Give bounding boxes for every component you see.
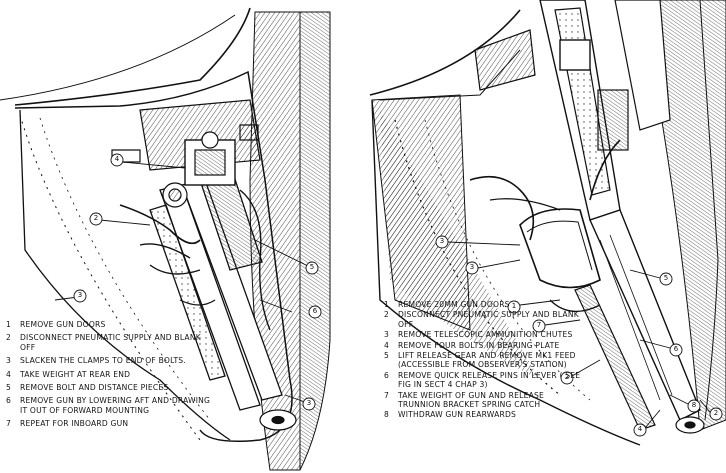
callout-label: 4: [637, 425, 643, 433]
instruction-step: 3 SLACKEN THE CLAMPS TO END OF BOLTS.: [6, 356, 216, 365]
step-number: 2: [384, 310, 390, 320]
step-number: 7: [384, 390, 390, 400]
step-text: SLACKEN THE CLAMPS TO END OF BOLTS.: [20, 356, 186, 366]
callout-label: 5: [309, 263, 315, 271]
right-gun-bay-drawing: [369, 0, 726, 446]
callout-label: 1: [511, 302, 517, 310]
step-text: TAKE WEIGHT AT REAR END: [20, 369, 131, 379]
callout-label: 6: [312, 307, 318, 315]
step-text: REMOVE GUN DOORS: [20, 320, 106, 329]
step-number: 6: [384, 370, 390, 380]
callout-label: 2: [564, 373, 570, 381]
callout-label: 8: [691, 401, 697, 409]
step-text: REMOVE GUN BY LOWERING AFT AND DRAWING I…: [20, 396, 211, 415]
instruction-step: 7 REPEAT FOR INBOARD GUN: [6, 419, 216, 428]
step-text: DISCONNECT PNEUMATIC SUPPLY AND BLANK OF…: [20, 333, 201, 352]
instruction-step: 5 REMOVE BOLT AND DISTANCE PIECES: [6, 383, 216, 392]
instruction-step: 6 REMOVE QUICK RELEASE PINS IN LEVER ( SE…: [384, 371, 584, 390]
callout-label: 2: [93, 214, 99, 222]
step-number: 1: [384, 300, 390, 309]
step-text: DISCONNECT PNEUMATIC SUPPLY AND BLANK OF…: [398, 310, 579, 329]
step-text: REMOVE TELESCOPIC AMMUNITION CHUTES: [398, 330, 573, 340]
step-number: 4: [6, 369, 12, 379]
step-text: WITHDRAW GUN REARWARDS: [398, 410, 517, 420]
step-number: 8: [384, 410, 390, 420]
callout-label: 3: [306, 399, 312, 407]
instruction-step: 3 REMOVE TELESCOPIC AMMUNITION CHUTES: [384, 330, 584, 339]
instruction-step: 5 LIFT RELEASE GEAR AND REMOVE MK1 FEED (…: [384, 351, 584, 370]
instruction-step: 6 REMOVE GUN BY LOWERING AFT AND DRAWING …: [6, 396, 216, 415]
callout-label: 7: [536, 321, 542, 329]
step-number: 3: [6, 356, 12, 366]
step-text: REMOVE FOUR BOLTS IN BEARING PLATE: [398, 340, 560, 350]
step-text: LIFT RELEASE GEAR AND REMOVE MK1 FEED (A…: [398, 351, 576, 370]
callout-label: 6: [673, 345, 679, 353]
step-number: 4: [384, 340, 390, 350]
callout-label: 3: [469, 263, 475, 271]
step-text: TAKE WEIGHT OF GUN AND RELEASE TRUNNION …: [398, 390, 544, 410]
callout-label: 4: [114, 155, 120, 163]
callout-label: 3: [77, 291, 83, 299]
step-number: 5: [6, 383, 12, 393]
callout-label: 3: [439, 237, 445, 245]
instruction-step: 2 DISCONNECT PNEUMATIC SUPPLY AND BLANK O…: [384, 310, 584, 329]
instruction-step: 8 WITHDRAW GUN REARWARDS: [384, 410, 584, 419]
instruction-step: 7 TAKE WEIGHT OF GUN AND RELEASE TRUNNION…: [384, 391, 584, 410]
step-number: 7: [6, 419, 12, 429]
callout-circles: [73, 153, 723, 437]
left-gun-bay-drawing: [0, 7, 331, 471]
step-number: 1: [6, 320, 12, 329]
step-text: REMOVE BOLT AND DISTANCE PIECES: [20, 383, 169, 393]
step-number: 3: [384, 330, 390, 340]
step-number: 2: [6, 333, 12, 343]
instruction-step: 1 REMOVE GUN DOORS: [6, 320, 216, 329]
step-text: REMOVE QUICK RELEASE PINS IN LEVER ( SEE…: [398, 370, 581, 390]
step-text: REPEAT FOR INBOARD GUN: [20, 419, 129, 429]
step-number: 5: [384, 351, 390, 361]
callout-label: 5: [663, 274, 669, 282]
callout-label: 2: [713, 409, 719, 417]
step-number: 6: [6, 396, 12, 406]
left-removal-instructions: 1 REMOVE GUN DOORS 2 DISCONNECT PNEUMATIC …: [6, 320, 216, 433]
instruction-step: 4 TAKE WEIGHT AT REAR END: [6, 370, 216, 379]
instruction-step: 4 REMOVE FOUR BOLTS IN BEARING PLATE: [384, 341, 584, 350]
instruction-step: 2 DISCONNECT PNEUMATIC SUPPLY AND BLANK O…: [6, 333, 216, 352]
step-text: REMOVE 20MM GUN DOORS: [398, 300, 510, 309]
